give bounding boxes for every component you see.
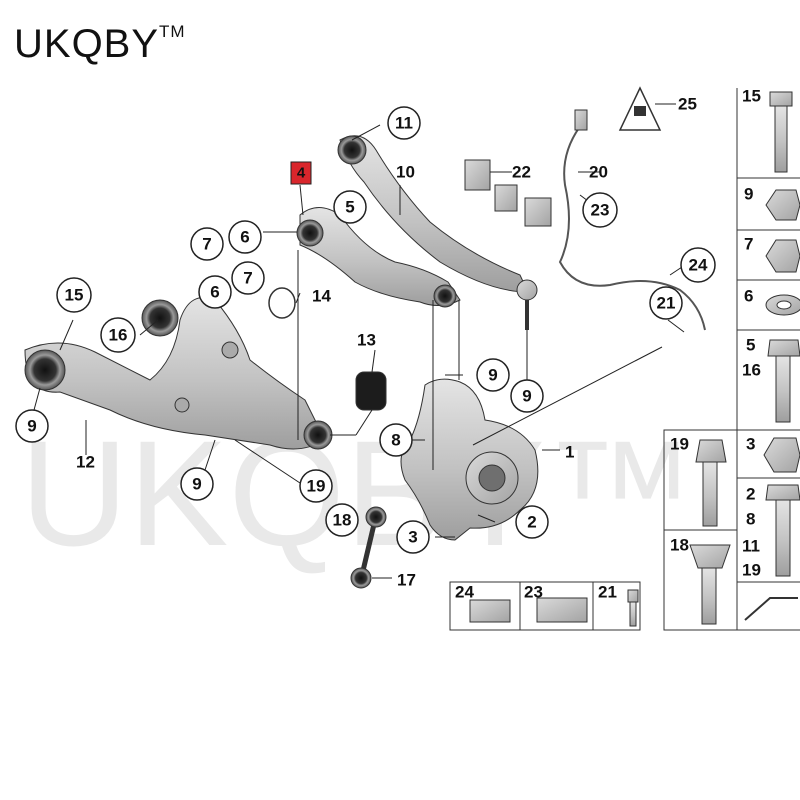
side-label-3: 3 bbox=[746, 435, 755, 454]
label-22: 22 bbox=[512, 163, 531, 182]
callout-9d: 9 bbox=[522, 387, 531, 406]
hardware-panel-labels: 19 18 bbox=[670, 435, 689, 555]
wishbone-hole-2 bbox=[174, 397, 190, 413]
callout-9a: 9 bbox=[27, 417, 36, 436]
side-label-15: 15 bbox=[742, 87, 761, 106]
callout-16: 16 bbox=[109, 326, 128, 345]
callout-8: 8 bbox=[391, 431, 400, 450]
sensor-wire bbox=[558, 119, 706, 331]
wishbone-bushing-rear bbox=[141, 299, 179, 337]
bottom-label-21: 21 bbox=[598, 583, 617, 602]
lower-wishbone bbox=[24, 297, 326, 450]
clip-group bbox=[464, 159, 552, 227]
label-1: 1 bbox=[565, 443, 574, 462]
bottom-label-24: 24 bbox=[455, 583, 474, 602]
brand-name: UKQBY bbox=[14, 22, 160, 66]
label-13: 13 bbox=[357, 331, 376, 350]
side-label-5: 5 bbox=[746, 336, 755, 355]
side-panel-hardware bbox=[469, 91, 800, 627]
wishbone-hole bbox=[221, 341, 239, 359]
bottom-label-23: 23 bbox=[524, 583, 543, 602]
wishbone-bushing-outer bbox=[303, 420, 333, 450]
callout-6a: 6 bbox=[240, 228, 249, 247]
callout-18: 18 bbox=[333, 511, 352, 530]
coupling-rod-top bbox=[365, 506, 387, 528]
arm-bushing bbox=[337, 135, 367, 165]
callout-5: 5 bbox=[345, 198, 354, 217]
callout-9c: 9 bbox=[488, 366, 497, 385]
label-25: 25 bbox=[678, 95, 697, 114]
side-label-6: 6 bbox=[744, 287, 753, 306]
callout-3: 3 bbox=[408, 528, 417, 547]
side-label-2: 2 bbox=[746, 485, 755, 504]
brand-logo: UKQBYTM bbox=[14, 22, 186, 67]
o-ring bbox=[268, 287, 296, 319]
esd-warning-icon bbox=[618, 86, 662, 131]
callout-2: 2 bbox=[527, 513, 536, 532]
side-label-9: 9 bbox=[744, 185, 753, 204]
watermark: UKQBY™ bbox=[20, 409, 695, 577]
label-17: 17 bbox=[397, 571, 416, 590]
callout-6b: 6 bbox=[210, 283, 219, 302]
callout-15: 15 bbox=[65, 286, 84, 305]
rubber-mount bbox=[355, 371, 387, 411]
sensor-plug bbox=[574, 109, 588, 131]
label-12: 12 bbox=[76, 453, 95, 472]
plain-labels: 10 12 13 14 17 1 20 22 25 bbox=[76, 95, 697, 590]
guide-arm-bushing bbox=[296, 219, 324, 247]
hardware-label-19: 19 bbox=[670, 435, 689, 454]
side-label-11: 11 bbox=[742, 537, 760, 556]
coupling-rod bbox=[359, 519, 378, 576]
side-label-16: 16 bbox=[742, 361, 761, 380]
side-label-7: 7 bbox=[744, 235, 753, 254]
callouts bbox=[15, 106, 716, 554]
wishbone-bushing-front bbox=[24, 349, 66, 391]
leader-lines bbox=[33, 103, 685, 579]
side-panel bbox=[449, 88, 800, 631]
callout-19: 19 bbox=[307, 477, 326, 496]
label-10: 10 bbox=[396, 163, 415, 182]
callout-11: 11 bbox=[395, 114, 413, 133]
guide-arm-bushing-outer bbox=[433, 284, 457, 308]
callout-24: 24 bbox=[689, 256, 708, 275]
callout-7a: 7 bbox=[202, 235, 211, 254]
label-20: 20 bbox=[589, 163, 608, 182]
brand-trademark: TM bbox=[159, 21, 186, 41]
label-14: 14 bbox=[312, 287, 331, 306]
side-label-19: 19 bbox=[742, 561, 761, 580]
callout-numbers: 11 5 6 7 6 7 15 16 9 9 19 18 3 2 8 9 9 2… bbox=[27, 114, 708, 547]
label-4-highlighted: 4 bbox=[297, 165, 306, 182]
callout-23: 23 bbox=[591, 201, 610, 220]
bottom-panel-labels: 24 23 21 bbox=[455, 583, 617, 602]
side-panel-labels: 15 9 7 6 5 16 3 2 8 11 19 bbox=[742, 87, 761, 580]
ball-joint bbox=[516, 279, 538, 301]
side-label-8: 8 bbox=[746, 510, 755, 529]
callout-9b: 9 bbox=[192, 475, 201, 494]
callout-21: 21 bbox=[657, 294, 676, 313]
hardware-label-18: 18 bbox=[670, 536, 689, 555]
highlight-box bbox=[290, 161, 312, 185]
callout-7b: 7 bbox=[243, 269, 252, 288]
hub-bore-inner bbox=[478, 464, 506, 492]
coupling-rod-bottom bbox=[350, 567, 372, 589]
